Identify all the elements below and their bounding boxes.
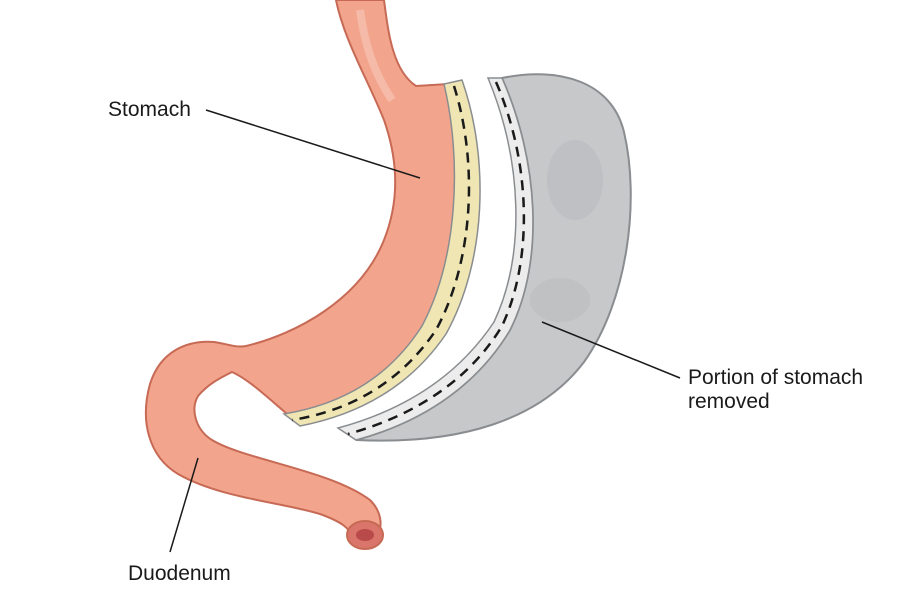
leader-line-removed — [541, 321, 681, 379]
label-removed-line2: removed — [688, 390, 770, 413]
label-removed-portion: Portion of stomach removed — [688, 366, 863, 414]
stomach-staple-line — [291, 85, 471, 422]
stomach-sleeve — [144, 0, 466, 541]
label-removed-line1: Portion of stomach — [688, 366, 864, 389]
duodenum-lumen — [356, 529, 374, 541]
leader-line-duodenum — [169, 457, 199, 553]
label-stomach: Stomach — [108, 98, 191, 121]
removed-staple-line — [347, 81, 526, 436]
leader-line-stomach — [205, 109, 421, 179]
stomach-staple-strip — [282, 79, 481, 427]
stomach-highlight — [356, 9, 396, 103]
removed-texture — [547, 140, 603, 220]
label-duodenum: Duodenum — [128, 562, 231, 585]
removed-texture — [530, 278, 590, 322]
